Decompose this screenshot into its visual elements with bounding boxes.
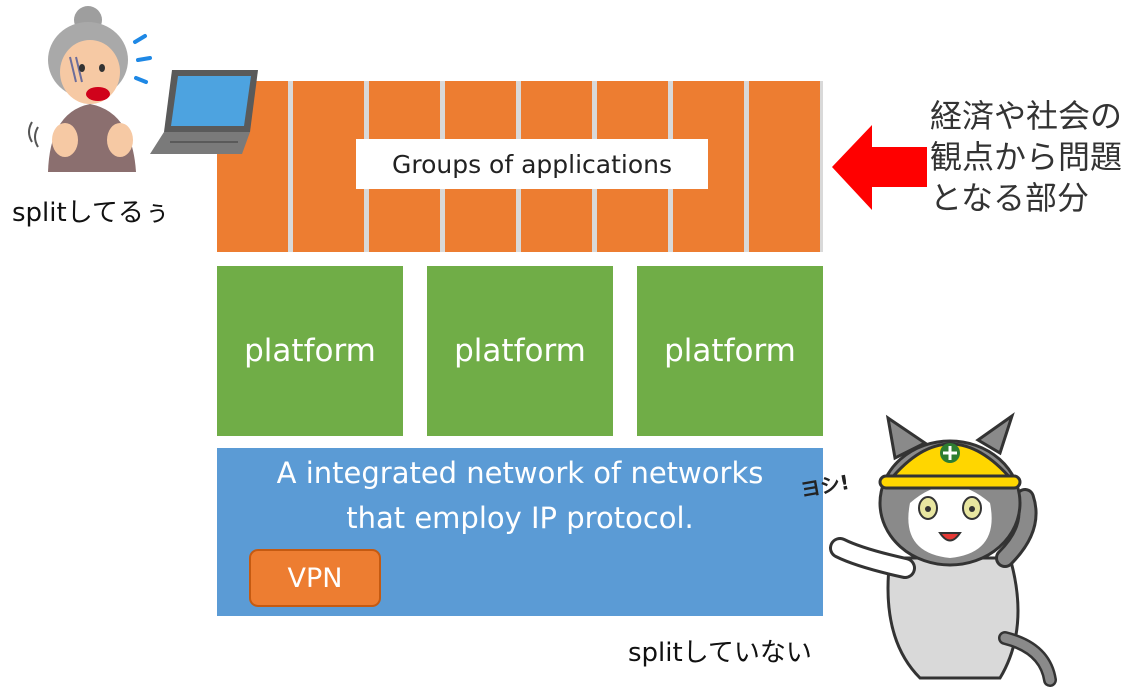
network-layer: A integrated network of networks that em… [217,448,823,616]
network-text-line-1: A integrated network of networks [276,456,764,490]
red-arrow-icon [832,125,927,210]
applications-label: Groups of applications [356,139,708,189]
platform-box-2: platform [427,266,613,436]
platform-box-3: platform [637,266,823,436]
laptop-icon [150,70,258,154]
split-caption-left: splitしてるぅ [12,198,170,228]
app-brick [749,81,820,252]
split-caption-bottom: splitしていない [628,638,812,668]
vpn-box: VPN [249,549,381,607]
app-brick [293,81,364,252]
worried-grandma-icon [28,6,152,172]
platform-box-1: platform [217,266,403,436]
economic-social-note: 経済や社会の 観点から問題 となる部分 [930,97,1123,217]
network-text-line-2: that employ IP protocol. [346,501,694,535]
safety-cat-icon [829,412,1057,687]
